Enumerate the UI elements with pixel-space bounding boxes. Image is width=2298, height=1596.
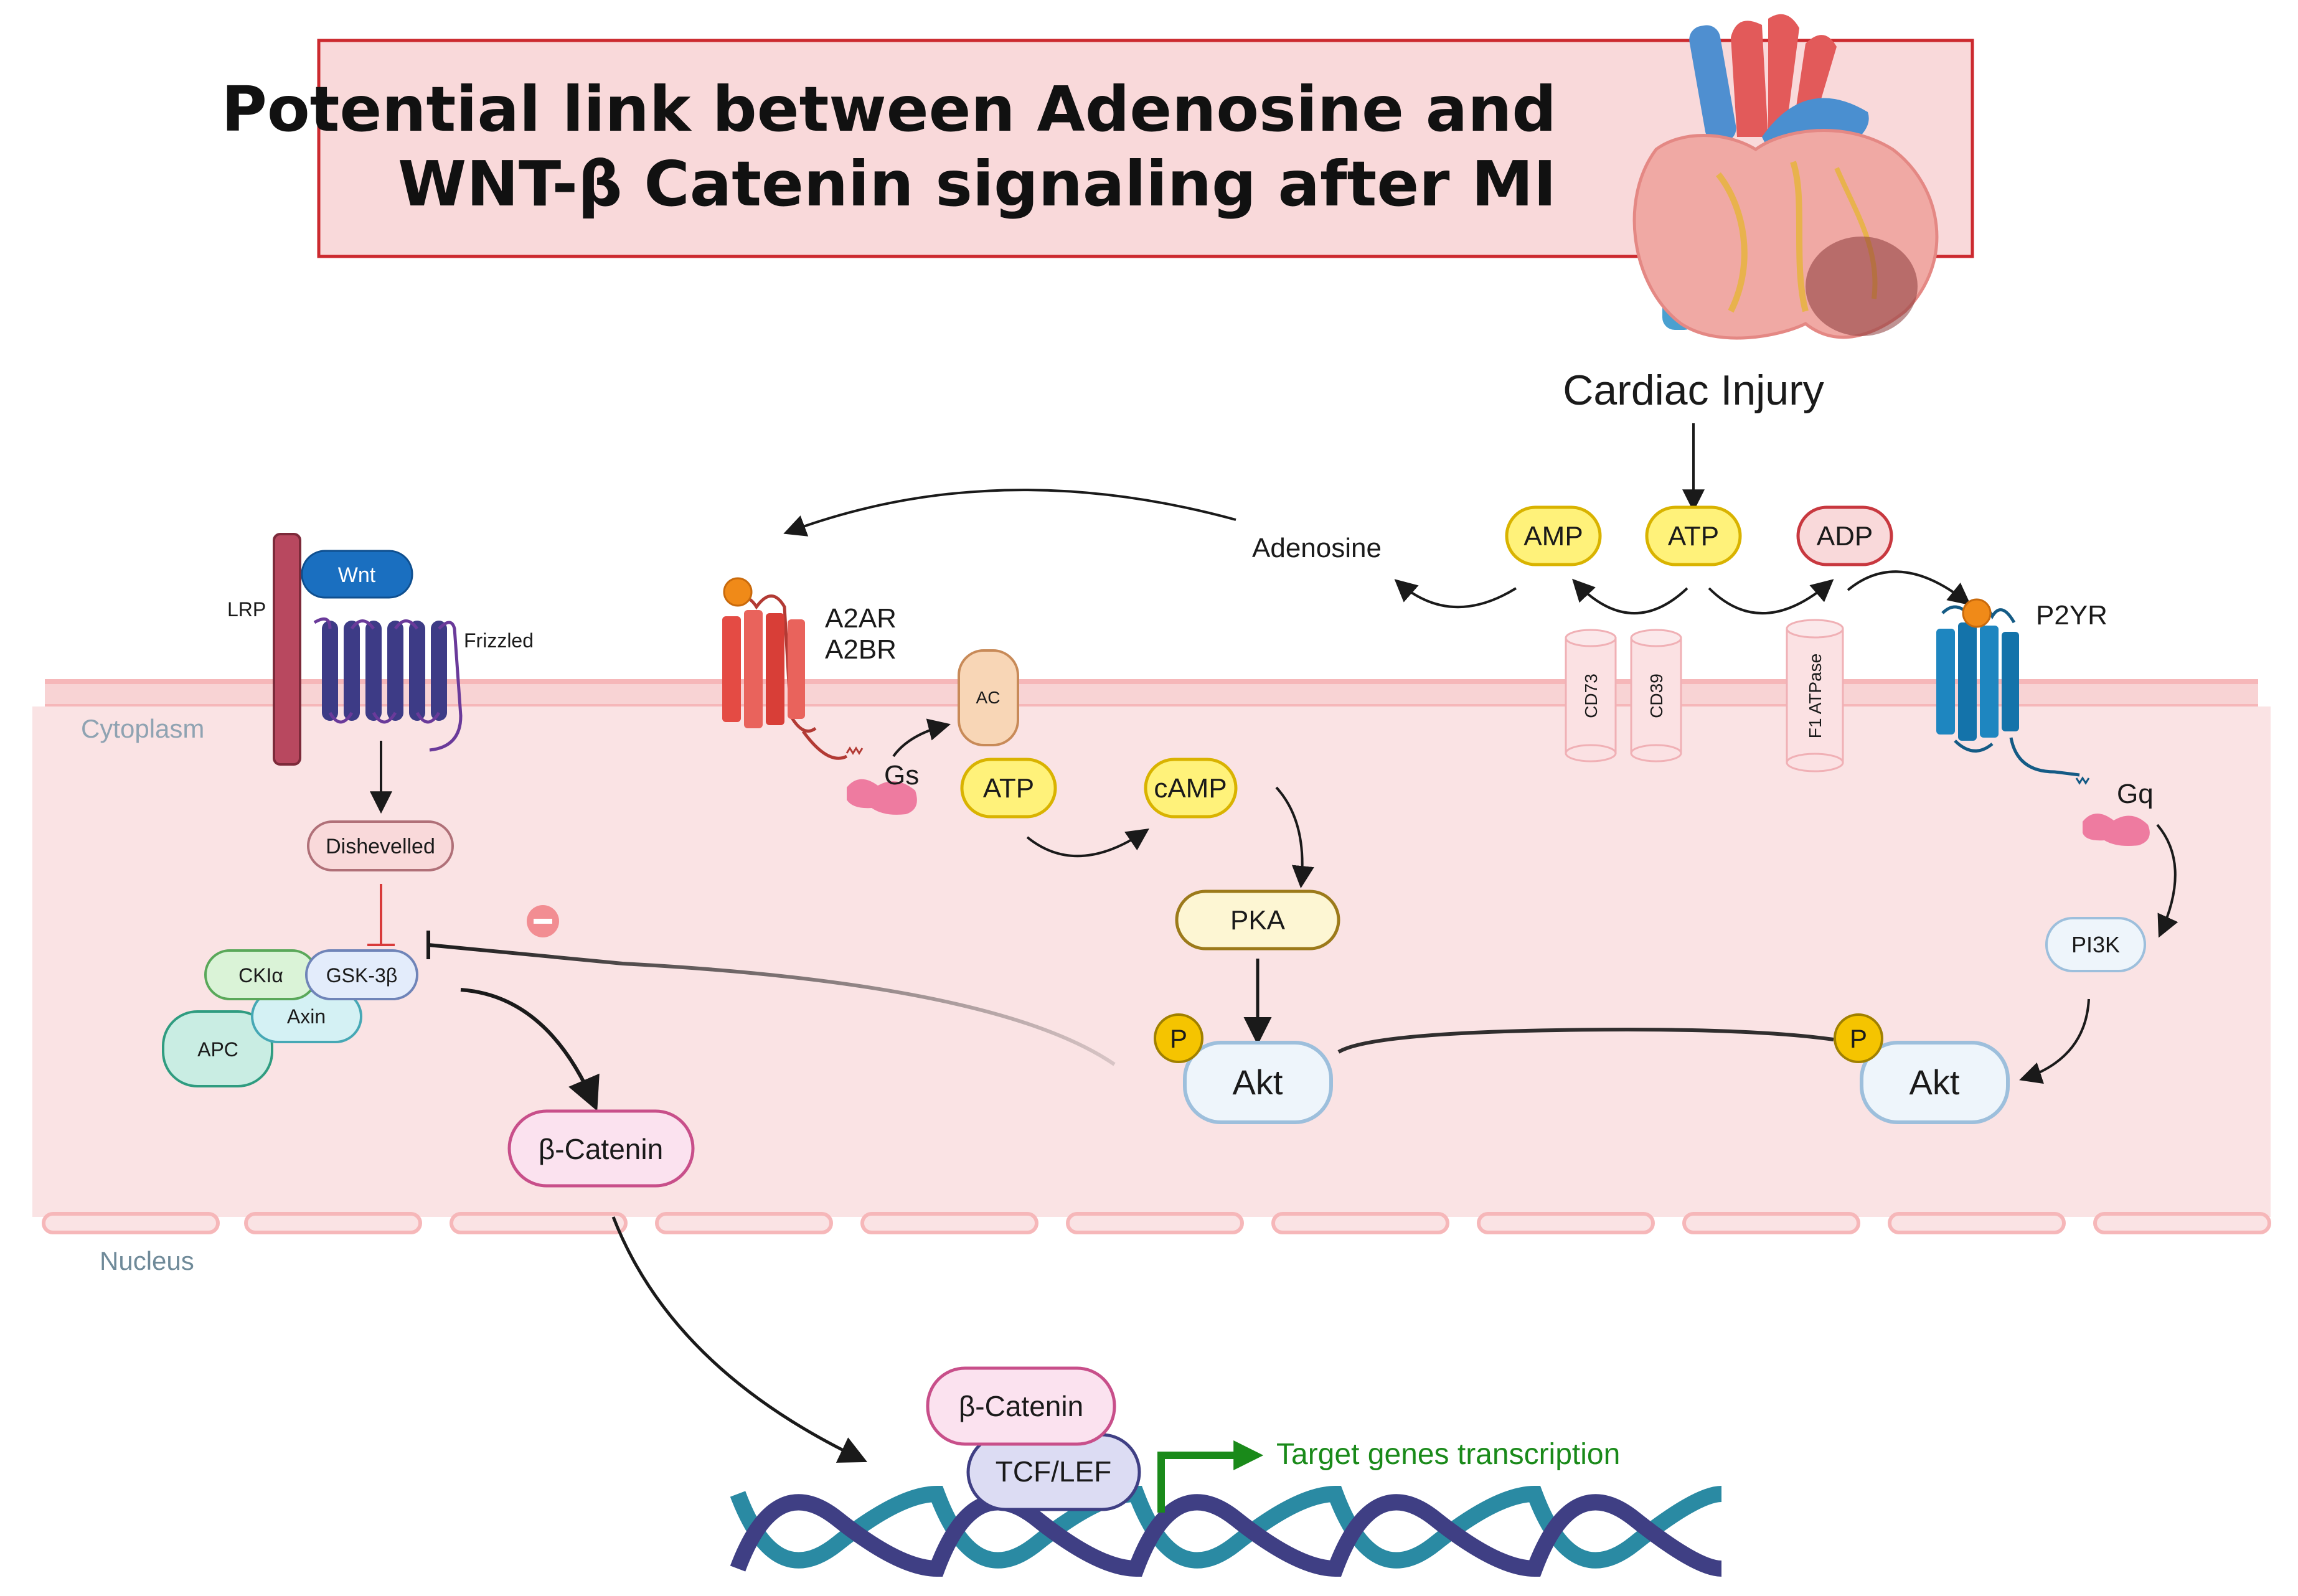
arrow-atp-to-amp	[1572, 578, 1688, 614]
adp-label: ADP	[1817, 521, 1873, 552]
arrow-adp-to-p2yr	[1847, 570, 1971, 606]
a2br-label: A2BR	[825, 634, 897, 665]
adp-node	[1796, 505, 1893, 566]
a2ar-label: A2AR	[825, 603, 897, 634]
arrow-gq-to-pi3k	[2156, 824, 2178, 938]
pka-node	[1175, 890, 1340, 951]
f1-atpase-label: F1 ATPase	[1806, 654, 1825, 738]
akt-left-label: Akt	[1233, 1063, 1283, 1102]
title-line-1: Potential link between Adenosine and	[222, 73, 1556, 146]
beta-catenin-cyto-node	[507, 1109, 695, 1188]
p2yr-label: P2YR	[2036, 600, 2107, 631]
akt-crosslink	[1337, 1028, 1834, 1054]
atp-cyto-label: ATP	[983, 773, 1034, 804]
arrow-gs-to-ac	[892, 718, 951, 758]
cd73-label: CD73	[1581, 674, 1601, 718]
wnt-label: Wnt	[338, 563, 376, 587]
amp-node	[1505, 505, 1602, 566]
cd39-enzyme: CD39	[1630, 629, 1682, 763]
gs-label: Gs	[884, 760, 919, 791]
heart-icon	[1632, 14, 1939, 340]
phospho-left-icon	[1154, 1013, 1203, 1063]
ac-label: AC	[976, 688, 1001, 707]
pka-label: PKA	[1230, 905, 1286, 936]
gs-protein	[847, 779, 917, 815]
beta-catenin-nuc-node	[926, 1366, 1116, 1446]
arrow-amp-to-adenosine	[1394, 579, 1517, 609]
dishevelled-label: Dishevelled	[326, 835, 435, 858]
target-genes-label: Target genes transcription	[1276, 1438, 1620, 1471]
gq-protein	[2083, 813, 2150, 846]
camp-label: cAMP	[1154, 773, 1227, 804]
phospho-right-icon	[1834, 1013, 1883, 1063]
lrp-receptor	[273, 533, 301, 766]
inhibit-dishevelled-gsk3b	[367, 884, 395, 946]
arrow-beta-catenin-to-nucleus	[611, 1216, 868, 1463]
ac-enzyme	[958, 649, 1019, 746]
apc-node	[162, 1010, 273, 1087]
cd39-label: CD39	[1647, 674, 1666, 718]
cytoplasm-label: Cytoplasm	[81, 714, 204, 743]
camp-node	[1144, 758, 1238, 819]
cardiac-injury-label: Cardiac Injury	[1563, 367, 1824, 414]
cd73-enzyme: CD73	[1565, 629, 1617, 763]
arrow-atp-to-adp	[1708, 579, 1834, 614]
nuclear-envelope	[42, 1212, 2271, 1234]
adenosine-label: Adenosine	[1252, 533, 1382, 563]
gsk3b-node	[305, 949, 418, 1000]
pi3k-node	[2045, 917, 2146, 972]
pi3k-label: PI3K	[2071, 932, 2120, 957]
title-line-2: WNT-β Catenin signaling after MI	[398, 148, 1556, 220]
dna-helix	[730, 1485, 1722, 1577]
arrow-pi3k-to-akt	[2019, 998, 2090, 1084]
frizzled-label: Frizzled	[464, 629, 534, 652]
nucleus-label: Nucleus	[100, 1246, 194, 1275]
inhibit-akt-to-gsk3b	[428, 943, 1116, 1066]
arrow-atp-to-camp	[1026, 828, 1149, 858]
beta-catenin-cyto-label: β-Catenin	[539, 1133, 663, 1165]
atp-cyto-node	[960, 758, 1057, 819]
akt-right-node	[1860, 1041, 2010, 1124]
atp-top-node	[1645, 505, 1742, 566]
dishevelled-node	[307, 820, 454, 871]
p-right-label: P	[1850, 1024, 1867, 1053]
amp-label: AMP	[1523, 521, 1583, 552]
p2yr-receptor	[1936, 598, 2090, 785]
apc-label: APC	[197, 1038, 238, 1061]
transcription-arrow-icon	[1157, 1440, 1264, 1513]
arrow-gsk3b-to-beta-catenin	[460, 988, 600, 1111]
p-left-label: P	[1170, 1024, 1187, 1053]
ck1a-label: CKIα	[238, 964, 283, 987]
wnt-ligand	[301, 550, 413, 599]
arrow-adenosine-to-a2ar	[783, 489, 1236, 537]
lrp-label: LRP	[227, 598, 266, 621]
arrow-camp-to-pka	[1275, 786, 1314, 889]
gq-label: Gq	[2117, 779, 2154, 809]
akt-left-node	[1183, 1041, 1333, 1124]
tcf-lef-label: TCF/LEF	[996, 1455, 1112, 1488]
f1-atpase-enzyme: F1 ATPase	[1786, 619, 1844, 772]
atp-top-label: ATP	[1668, 521, 1719, 552]
beta-catenin-nuc-label: β-Catenin	[959, 1390, 1083, 1422]
frizzled-receptor	[313, 617, 463, 752]
minus-icon-bar	[534, 919, 552, 924]
a2ar-receptor	[722, 577, 864, 760]
gsk3b-label: GSK-3β	[326, 964, 397, 987]
axin-label: Axin	[287, 1005, 326, 1028]
akt-right-label: Akt	[1910, 1063, 1960, 1102]
